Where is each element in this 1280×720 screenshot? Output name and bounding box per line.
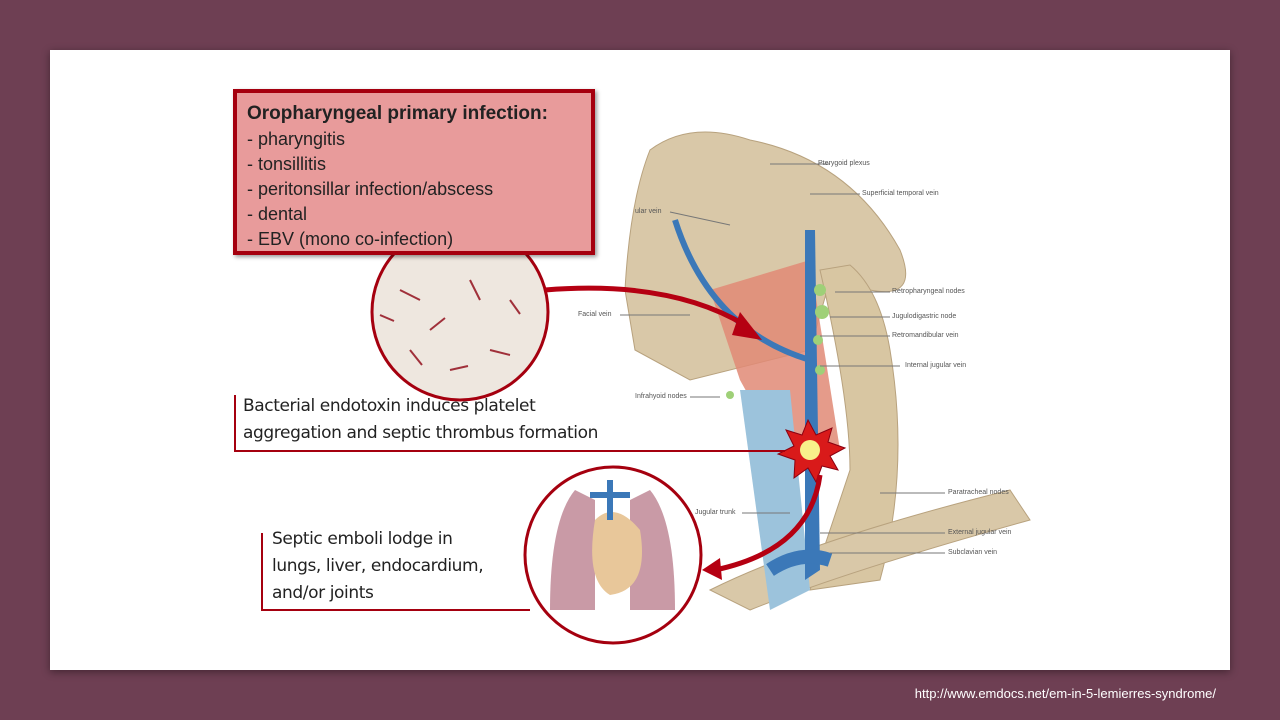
arrow-emboli	[714, 474, 823, 573]
label-facial-vein: Facial vein	[578, 311, 612, 318]
label-jugulodigastric-node: Jugulodigastric node	[892, 313, 957, 320]
subclavian-vein	[766, 549, 833, 576]
facial-vein	[672, 219, 811, 363]
endotoxin-bracket	[234, 395, 785, 452]
caption-line: and/or joints	[272, 583, 374, 603]
label-jugular-trunk: Jugular trunk	[695, 509, 736, 516]
spine	[809, 264, 899, 591]
emboli-caption: Septic emboli lodge in lungs, liver, end…	[272, 526, 484, 607]
arrow-infection	[544, 285, 747, 328]
label-superficial-temporal-vein: Superficial temporal vein	[862, 190, 939, 197]
label-pterygoid-plexus: Pterygoid plexus	[818, 160, 870, 167]
infobox-title: Oropharyngeal primary infection:	[247, 103, 548, 124]
slide: Pterygoid plexus Superficial temporal ve…	[50, 50, 1230, 670]
infobox-item: - peritonsillar infection/abscess	[247, 179, 494, 199]
label-retropharyngeal-nodes: Retropharyngeal nodes	[892, 288, 965, 295]
source-url: http://www.emdocs.net/em-in-5-lemierres-…	[914, 686, 1216, 701]
label-jugular-vein: ular vein	[635, 208, 662, 215]
infobox-item: - EBV (mono co-infection)	[247, 229, 454, 249]
bacteria	[379, 279, 521, 371]
label-infrahyoid-nodes: Infrahyoid nodes	[635, 393, 687, 400]
label-subclavian-vein: Subclavian vein	[948, 549, 998, 556]
anatomy-illustration	[234, 131, 1031, 645]
emboli-bracket	[261, 533, 530, 611]
lymph-nodes	[726, 284, 829, 399]
caption-line: Septic emboli lodge in	[272, 529, 453, 549]
caption-line: aggregation and septic thrombus formatio…	[243, 423, 598, 443]
caption-line: lungs, liver, endocardium,	[272, 556, 484, 576]
infobox-item: - pharyngitis	[247, 129, 346, 149]
infobox-item: - dental	[247, 204, 308, 224]
label-internal-jugular-vein: Internal jugular vein	[905, 362, 967, 369]
infobox-item: - tonsillitis	[247, 154, 327, 174]
label-retromandibular-vein: Retromandibular vein	[892, 332, 959, 339]
primary-infection-box: Oropharyngeal primary infection: - phary…	[233, 89, 595, 255]
endotoxin-caption: Bacterial endotoxin induces platelet agg…	[243, 393, 598, 447]
label-paratracheal-nodes: Paratracheal nodes	[948, 489, 1009, 496]
label-external-jugular-vein: External jugular vein	[948, 529, 1012, 536]
caption-line: Bacterial endotoxin induces platelet	[243, 396, 536, 416]
